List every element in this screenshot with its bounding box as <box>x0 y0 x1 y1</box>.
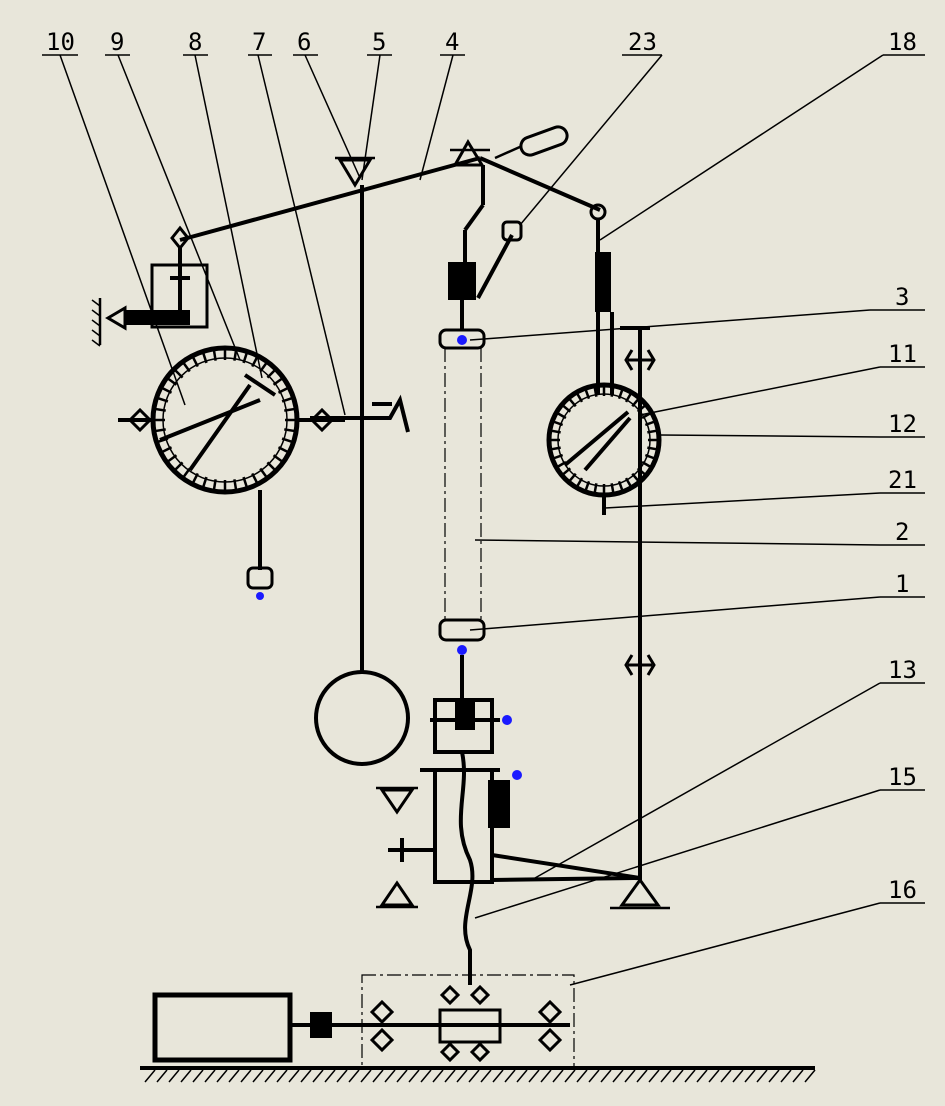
left-damper <box>91 225 209 347</box>
callout-3: 3 <box>895 283 909 311</box>
callout-10: 10 <box>46 28 75 56</box>
callout-4: 4 <box>445 28 459 56</box>
pendulum <box>310 185 410 766</box>
top-lever <box>179 125 607 242</box>
drive-unit <box>140 974 816 1083</box>
callout-6: 6 <box>297 28 311 56</box>
callout-7: 7 <box>252 28 266 56</box>
callout-9: 9 <box>110 28 124 56</box>
callout-2: 2 <box>895 518 909 546</box>
center-tube <box>438 165 523 700</box>
callout-21: 21 <box>888 466 917 494</box>
lower-frame <box>376 698 641 985</box>
callout-8: 8 <box>188 28 202 56</box>
callout-15: 15 <box>888 763 917 791</box>
callout-12: 12 <box>888 410 917 438</box>
leader-lines <box>42 54 925 986</box>
callout-11: 11 <box>888 340 917 368</box>
callout-13: 13 <box>888 656 917 684</box>
callout-16: 16 <box>888 876 917 904</box>
callout-1: 1 <box>895 570 909 598</box>
callout-23: 23 <box>628 28 657 56</box>
left-dial-gauge <box>118 345 345 600</box>
callout-5: 5 <box>372 28 386 56</box>
callout-18: 18 <box>888 28 917 56</box>
right-dial-gauge <box>546 220 670 910</box>
callout-labels: 10 9 8 7 6 5 4 23 18 3 11 12 21 2 1 13 1… <box>46 28 917 904</box>
